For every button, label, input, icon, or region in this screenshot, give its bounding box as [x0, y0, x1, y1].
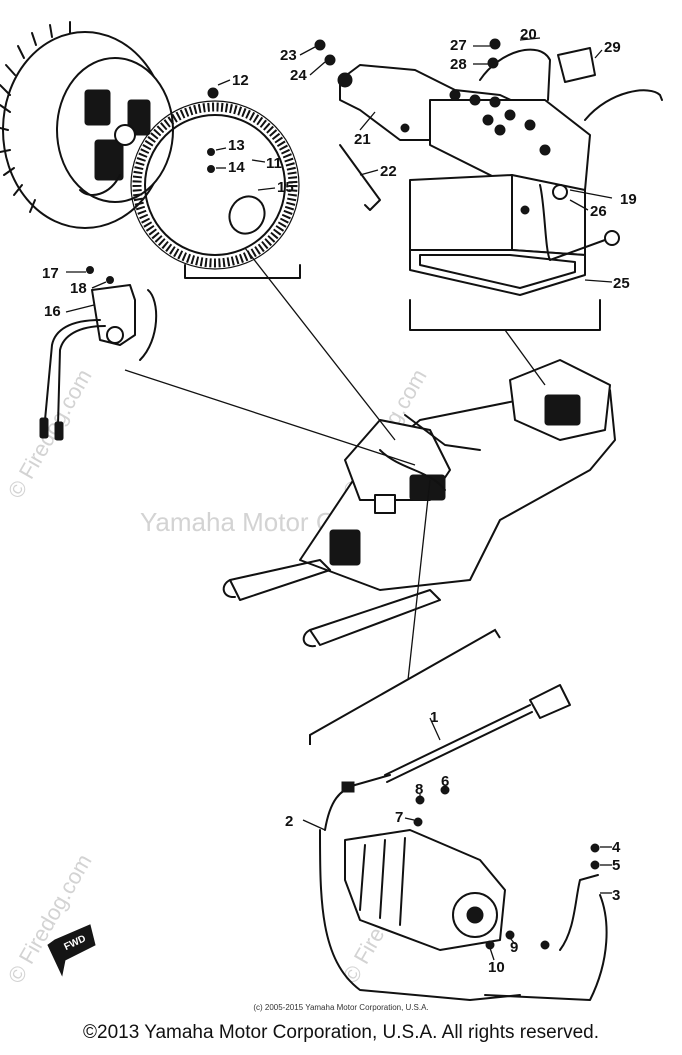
- callout-7: 7: [395, 809, 403, 826]
- callout-1: 1: [430, 709, 438, 726]
- front-direction-arrow: FWD: [47, 924, 96, 977]
- battery-assembly: [314, 38, 663, 331]
- callout-3: 3: [612, 887, 620, 904]
- leader-lines: [124, 247, 546, 745]
- callout-16: 16: [44, 303, 61, 320]
- watermark-site-3: © Firedog.com: [3, 850, 97, 988]
- callout-11: 11: [266, 155, 282, 172]
- callout-4: 4: [612, 839, 621, 856]
- callout-19: 19: [620, 191, 637, 208]
- callout-23: 23: [280, 47, 297, 64]
- callout-28: 28: [450, 56, 467, 73]
- callout-6: 6: [441, 773, 449, 790]
- callout-2: 2: [285, 813, 293, 830]
- callout-22: 22: [380, 163, 397, 180]
- callout-29: 29: [604, 39, 621, 56]
- callout-25: 25: [613, 275, 630, 292]
- callout-20: 20: [520, 26, 537, 43]
- callout-5: 5: [612, 857, 620, 874]
- callout-18: 18: [70, 280, 87, 297]
- flywheel-magneto: [0, 21, 174, 229]
- callout-21: 21: [354, 131, 371, 148]
- callout-12: 12: [232, 72, 249, 89]
- callout-9: 9: [510, 939, 518, 956]
- callout-24: 24: [290, 67, 307, 84]
- watermark-site-1: © Firedog.com: [3, 365, 97, 503]
- copyright-footer: ©2013 Yamaha Motor Corporation, U.S.A. A…: [83, 1022, 599, 1043]
- callout-15: 15: [277, 179, 294, 196]
- callout-17: 17: [42, 265, 59, 282]
- callout-14: 14: [228, 159, 245, 176]
- callout-27: 27: [450, 37, 467, 54]
- starter-motor-assembly: [319, 684, 608, 1001]
- callout-26: 26: [590, 203, 607, 220]
- small-copyright: (c) 2005-2015 Yamaha Motor Corporation, …: [253, 1003, 429, 1012]
- pulser-coil-assembly: [39, 266, 158, 441]
- snowmobile: [222, 359, 616, 648]
- callout-13: 13: [228, 137, 245, 154]
- callout-8: 8: [415, 781, 423, 798]
- callout-labels: 12 13 14 11 15 17 18 16 23 24 21 22 27 2…: [42, 26, 637, 976]
- ring-gear: [130, 87, 301, 279]
- callout-10: 10: [488, 959, 505, 976]
